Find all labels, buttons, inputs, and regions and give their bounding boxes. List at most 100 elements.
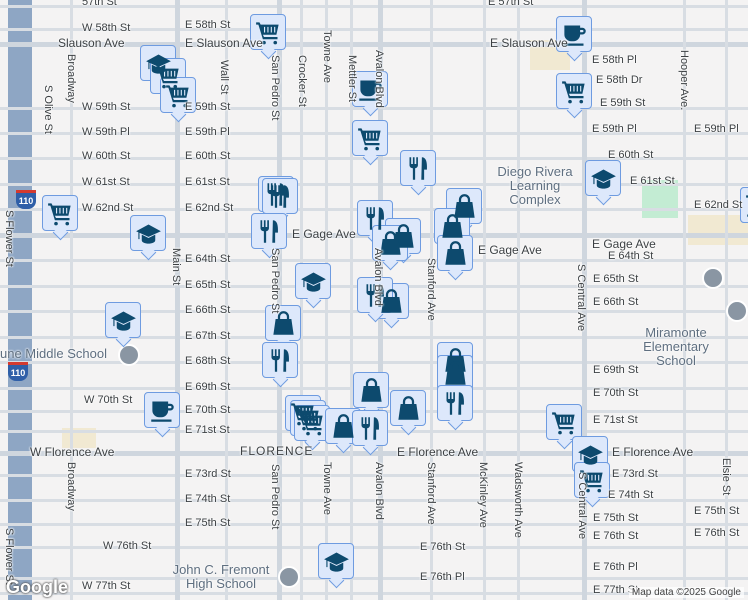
restaurant-icon xyxy=(442,390,469,417)
road xyxy=(0,499,748,502)
school-icon[interactable] xyxy=(726,300,748,322)
road xyxy=(175,0,180,600)
road xyxy=(0,474,748,477)
map-marker-coffee[interactable] xyxy=(556,16,592,52)
map-marker-bag[interactable] xyxy=(390,390,426,426)
map-marker-cart[interactable] xyxy=(352,120,388,156)
map-marker-bag[interactable] xyxy=(434,208,470,244)
restaurant-icon xyxy=(362,205,389,232)
street-label: E 61st St xyxy=(185,176,230,188)
road xyxy=(0,5,748,8)
restaurant-icon xyxy=(267,183,294,210)
shopping-bag-icon xyxy=(330,413,357,440)
street-label: E 71st St xyxy=(593,414,638,426)
shopping-cart-icon xyxy=(579,467,606,494)
map-marker-coffee[interactable] xyxy=(740,187,748,223)
map-marker-grad[interactable] xyxy=(585,160,621,196)
road xyxy=(430,0,433,600)
map-marker-cart[interactable] xyxy=(250,14,286,50)
street-label: E 58th Dr xyxy=(596,74,643,86)
road xyxy=(277,0,282,600)
shopping-bag-icon xyxy=(358,377,385,404)
shopping-bag-icon xyxy=(442,360,469,387)
map-marker-bag[interactable] xyxy=(437,355,473,391)
shopping-bag-icon xyxy=(270,310,297,337)
poi-diego-rivera[interactable]: Diego Rivera Learning Complex xyxy=(497,164,573,207)
map-marker-cart[interactable] xyxy=(546,404,582,440)
map-credit: Map data ©2025 Google xyxy=(628,587,744,598)
area-label-florence: FLORENCE xyxy=(240,444,314,458)
road xyxy=(0,546,748,549)
map-marker-bag[interactable] xyxy=(265,305,301,341)
map-marker-grad[interactable] xyxy=(572,436,608,472)
map-marker-cart[interactable] xyxy=(160,77,196,113)
street-label: E 76th St xyxy=(593,530,639,542)
map-marker-fork[interactable] xyxy=(262,342,298,378)
graduation-cap-icon xyxy=(135,220,162,247)
road xyxy=(517,0,520,600)
map-marker-cart[interactable] xyxy=(294,405,330,441)
graduation-cap-icon xyxy=(323,548,350,575)
road xyxy=(0,592,748,595)
map-marker-bag[interactable] xyxy=(325,408,361,444)
highway-shield: 110 xyxy=(8,362,28,381)
street-label: E 58th Pl xyxy=(592,54,637,66)
road xyxy=(225,0,228,600)
map-marker-fork[interactable] xyxy=(400,150,436,186)
land-area xyxy=(688,215,748,245)
graduation-cap-icon xyxy=(577,441,604,468)
shopping-cart-icon xyxy=(357,125,384,152)
shopping-bag-icon xyxy=(377,230,404,257)
map-marker-cart[interactable] xyxy=(42,195,78,231)
map-marker-grad[interactable] xyxy=(130,215,166,251)
street-label: E Gage Ave xyxy=(592,237,656,251)
road xyxy=(325,0,328,600)
map-marker-bag[interactable] xyxy=(372,225,408,261)
school-icon[interactable] xyxy=(702,267,724,289)
school-icon[interactable] xyxy=(118,344,140,366)
map-marker-grad[interactable] xyxy=(105,302,141,338)
restaurant-icon xyxy=(267,347,294,374)
map-marker-fork[interactable] xyxy=(357,277,393,313)
road xyxy=(70,0,73,600)
shopping-cart-icon xyxy=(165,82,192,109)
map-marker-coffee[interactable] xyxy=(144,392,180,428)
poi-middle-school[interactable]: une Middle School xyxy=(0,346,107,361)
street-label: E Gage Ave xyxy=(478,243,542,257)
map-marker-cart[interactable] xyxy=(574,462,610,498)
park-area xyxy=(642,180,678,218)
map-marker-bag[interactable] xyxy=(437,235,473,271)
map-marker-grad[interactable] xyxy=(295,263,331,299)
map-marker-fork[interactable] xyxy=(262,178,298,214)
map-marker-fork[interactable] xyxy=(251,213,287,249)
road xyxy=(683,0,686,600)
map-marker-coffee[interactable] xyxy=(352,71,388,107)
road xyxy=(483,0,486,600)
graduation-cap-icon xyxy=(300,268,327,295)
coffee-cup-icon xyxy=(149,397,176,424)
graduation-cap-icon xyxy=(110,307,137,334)
shopping-bag-icon xyxy=(439,213,466,240)
shopping-cart-icon xyxy=(47,200,74,227)
poi-miramonte[interactable]: Miramonte Elementary School xyxy=(643,325,709,368)
map-marker-cart[interactable] xyxy=(556,73,592,109)
street-label: Wall St xyxy=(218,60,230,95)
map-marker-grad[interactable] xyxy=(318,543,354,579)
map-marker-bag[interactable] xyxy=(353,372,389,408)
road xyxy=(0,28,748,31)
school-icon[interactable] xyxy=(278,566,300,588)
street-label: E 60th St xyxy=(185,150,231,162)
road xyxy=(0,523,748,526)
map-marker-fork[interactable] xyxy=(357,200,393,236)
road xyxy=(0,336,748,339)
road xyxy=(725,0,728,600)
map-marker-fork[interactable] xyxy=(352,410,388,446)
poi-fremont-high[interactable]: John C. Fremont High School xyxy=(172,562,270,591)
shopping-bag-icon xyxy=(442,240,469,267)
street-label: E 66th St xyxy=(593,296,639,308)
map-marker-fork[interactable] xyxy=(437,385,473,421)
shopping-bag-icon xyxy=(395,395,422,422)
street-label: W 77th St xyxy=(82,580,131,592)
coffee-cup-icon xyxy=(561,21,588,48)
